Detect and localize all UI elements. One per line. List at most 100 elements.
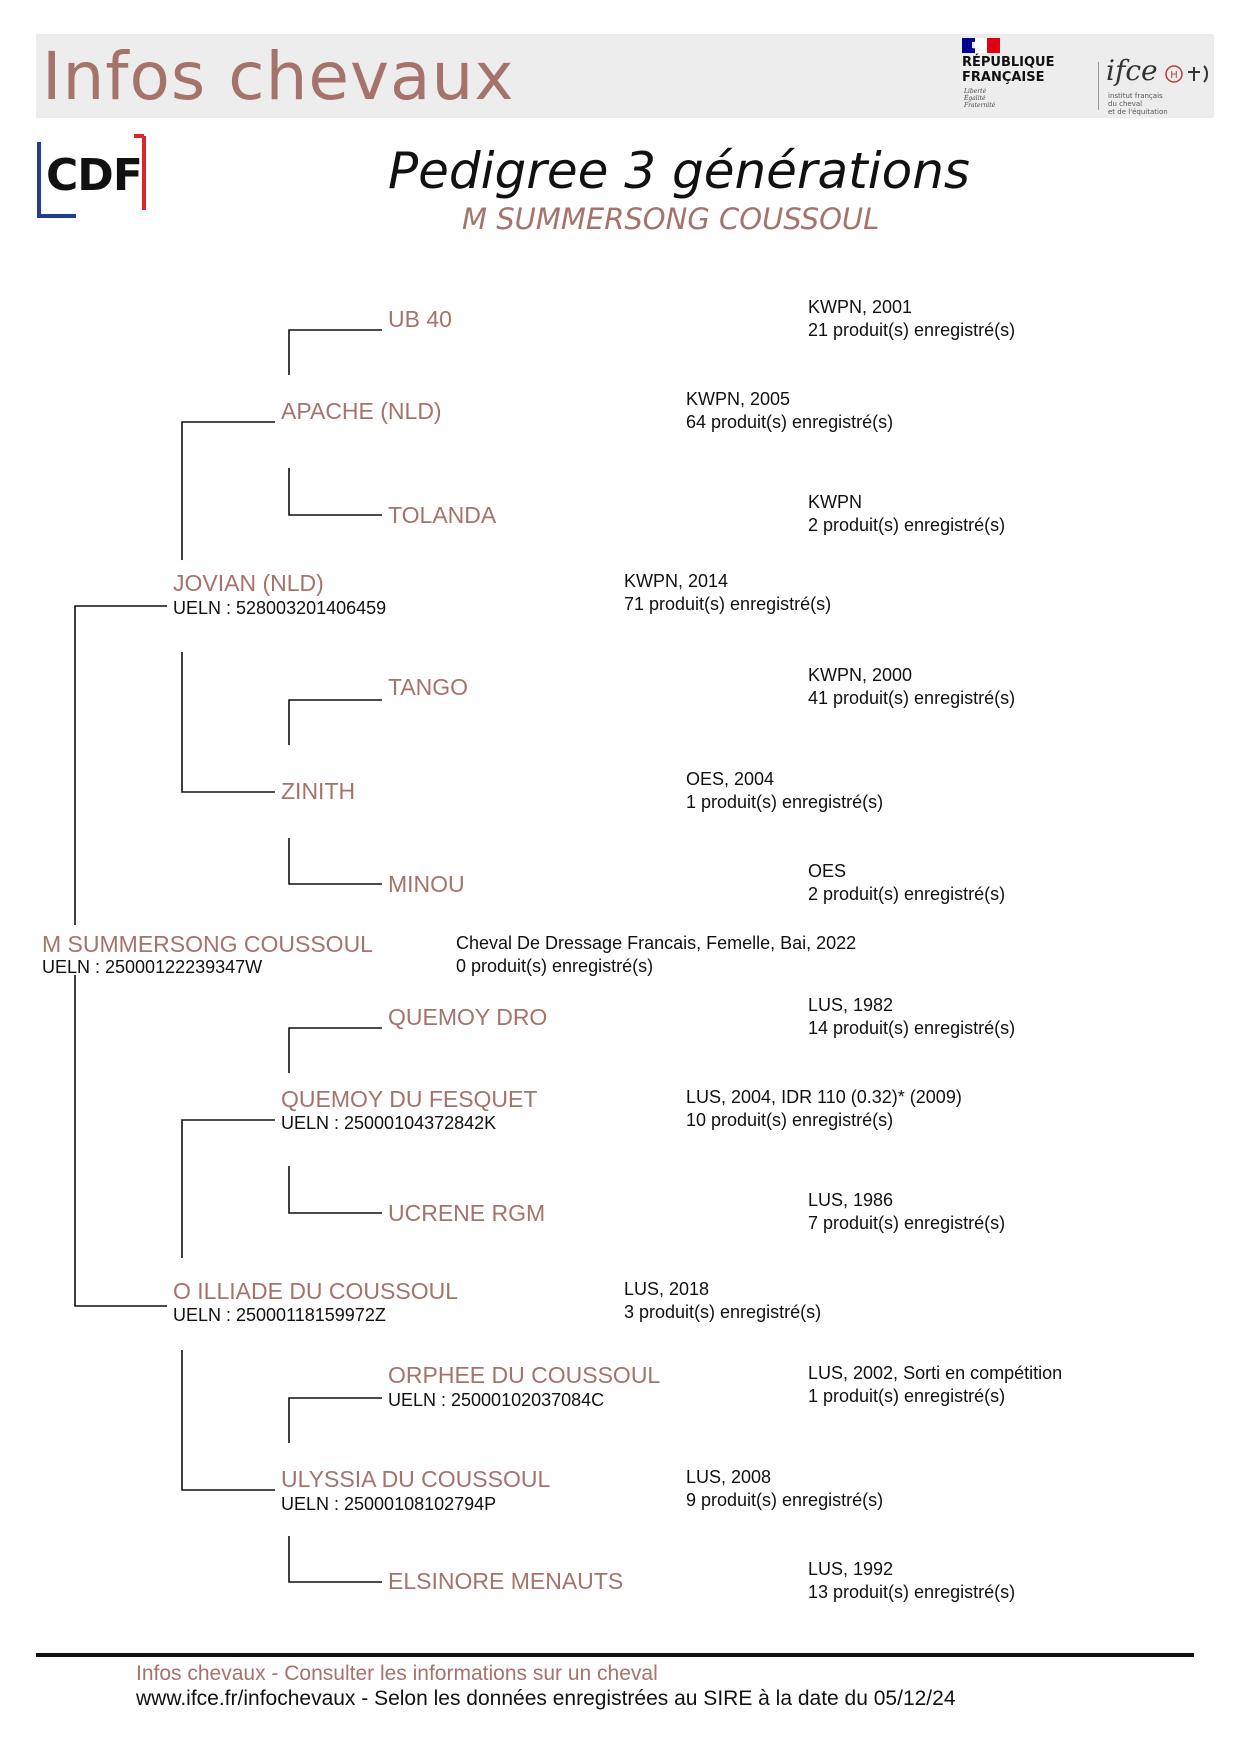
- connector-ggp-7: [288, 1397, 382, 1443]
- connector-ggp-8: [288, 1536, 382, 1583]
- info-line-1: OES, 2004: [686, 769, 775, 789]
- info-line-2: 1 produit(s) enregistré(s): [686, 792, 884, 812]
- info-line-1: KWPN, 2014: [624, 571, 729, 591]
- horse-name-dam-dam-dam[interactable]: ELSINORE MENAUTS: [388, 1568, 624, 1594]
- motto-egalite: Égalité: [964, 95, 986, 102]
- horse-ueln-dam-dam: UELN : 25000108102794P: [281, 1494, 497, 1514]
- horse-info-sire-dam-dam: OES 2 produit(s) enregistré(s): [808, 860, 1005, 906]
- info-line-1: KWPN, 2000: [808, 665, 913, 685]
- info-line-2: 10 produit(s) enregistré(s): [686, 1110, 894, 1130]
- info-line-2: 71 produit(s) enregistré(s): [624, 594, 832, 614]
- horse-name-sire-sire[interactable]: APACHE (NLD): [281, 398, 442, 424]
- horse-name-dam[interactable]: O ILLIADE DU COUSSOUL: [173, 1278, 459, 1304]
- cdf-logo: CDF: [46, 150, 143, 201]
- info-line-1: KWPN, 2001: [808, 297, 913, 317]
- horse-name-dam-sire-sire[interactable]: QUEMOY DRO: [388, 1004, 548, 1030]
- horse-ueln-subject: UELN : 25000122239347W: [42, 957, 263, 977]
- horse-ueln-dam-dam-sire: UELN : 25000102037084C: [388, 1390, 605, 1410]
- connector-subject-sire: [74, 605, 167, 925]
- info-line-1: LUS, 2018: [624, 1279, 710, 1299]
- ifce-logo: ifce: [1106, 54, 1158, 87]
- info-line-2: 1 produit(s) enregistré(s): [808, 1386, 1006, 1406]
- horse-name-dam-sire-dam[interactable]: UCRENE RGM: [388, 1200, 546, 1226]
- info-line-2: 14 produit(s) enregistré(s): [808, 1018, 1016, 1038]
- info-line-2: 3 produit(s) enregistré(s): [624, 1302, 822, 1322]
- horse-info-dam-dam-sire: LUS, 2002, Sorti en compétition 1 produi…: [808, 1362, 1062, 1408]
- horse-name-dam-dam-sire[interactable]: ORPHEE DU COUSSOUL: [388, 1362, 661, 1388]
- connector-sire-sire: [181, 421, 275, 560]
- horse-name-sire-dam-sire[interactable]: TANGO: [388, 674, 469, 700]
- horse-ueln-dam: UELN : 25000118159972Z: [173, 1305, 386, 1325]
- ifce-sub-line2: du cheval: [1108, 100, 1143, 108]
- document-title: Pedigree 3 générations: [388, 142, 970, 200]
- info-line-1: KWPN: [808, 492, 862, 512]
- info-line-1: LUS, 2004, IDR 110 (0.32)* (2009): [686, 1087, 962, 1107]
- horse-name-dam-dam[interactable]: ULYSSIA DU COUSSOUL: [281, 1466, 551, 1492]
- francaise-line: FRANÇAISE: [962, 70, 1045, 85]
- horse-ueln-dam-sire: UELN : 25000104372842K: [281, 1113, 497, 1133]
- svg-text:H: H: [1170, 70, 1178, 81]
- info-line-2: 64 produit(s) enregistré(s): [686, 412, 894, 432]
- logo-separator: [1098, 62, 1099, 110]
- horse-name-subject[interactable]: M SUMMERSONG COUSSOUL: [42, 931, 373, 957]
- motto-fraternite: Fraternité: [964, 102, 996, 109]
- horse-info-dam-sire-dam: LUS, 1986 7 produit(s) enregistré(s): [808, 1189, 1005, 1235]
- info-line-1: Cheval De Dressage Francais, Femelle, Ba…: [456, 933, 857, 953]
- info-line-2: 9 produit(s) enregistré(s): [686, 1490, 884, 1510]
- info-line-2: 7 produit(s) enregistré(s): [808, 1213, 1006, 1233]
- horse-info-dam: LUS, 2018 3 produit(s) enregistré(s): [624, 1278, 821, 1324]
- header-band: [36, 34, 1214, 118]
- horse-name-sire-sire-sire[interactable]: UB 40: [388, 306, 452, 332]
- horse-name-sire-dam[interactable]: ZINITH: [281, 778, 356, 804]
- horse-name-sire-sire-dam[interactable]: TOLANDA: [388, 502, 497, 528]
- ifce-sub-line3: et de l'équitation: [1108, 108, 1168, 116]
- horse-info-sire-sire-sire: KWPN, 2001 21 produit(s) enregistré(s): [808, 296, 1015, 342]
- footer-info-link[interactable]: Infos chevaux - Consulter les informatio…: [136, 1662, 658, 1685]
- republic-motto: Liberté Égalité Fraternité: [964, 88, 995, 109]
- connector-ggp-4: [288, 838, 382, 885]
- horse-info-dam-dam: LUS, 2008 9 produit(s) enregistré(s): [686, 1466, 883, 1512]
- info-line-2: 21 produit(s) enregistré(s): [808, 320, 1016, 340]
- info-line-1: LUS, 1982: [808, 995, 894, 1015]
- info-line-1: LUS, 1992: [808, 1559, 894, 1579]
- connector-dam-sire: [181, 1119, 275, 1258]
- republique-francaise-label: RÉPUBLIQUE FRANÇAISE: [962, 55, 1055, 85]
- ifce-sub-line1: institut français: [1108, 92, 1163, 100]
- connector-ggp-1: [288, 329, 382, 375]
- republique-line: RÉPUBLIQUE: [962, 55, 1055, 70]
- info-line-2: 2 produit(s) enregistré(s): [808, 515, 1006, 535]
- connector-ggp-3: [288, 699, 382, 745]
- connector-ggp-2: [288, 468, 382, 516]
- cdf-logo-frame: [37, 134, 146, 218]
- horse-name-sire[interactable]: JOVIAN (NLD): [173, 570, 324, 596]
- footer-divider: [36, 1653, 1194, 1657]
- horse-info-sire-dam-sire: KWPN, 2000 41 produit(s) enregistré(s): [808, 664, 1015, 710]
- horse-info-sire: KWPN, 2014 71 produit(s) enregistré(s): [624, 570, 831, 616]
- horse-info-dam-sire-sire: LUS, 1982 14 produit(s) enregistré(s): [808, 994, 1015, 1040]
- horse-info-dam-dam-dam: LUS, 1992 13 produit(s) enregistré(s): [808, 1558, 1015, 1604]
- connector-ggp-6: [288, 1166, 382, 1214]
- horse-info-dam-sire: LUS, 2004, IDR 110 (0.32)* (2009) 10 pro…: [686, 1086, 962, 1132]
- info-line-2: 13 produit(s) enregistré(s): [808, 1582, 1016, 1602]
- brand-title: Infos chevaux: [42, 38, 515, 115]
- horse-name-dam-sire[interactable]: QUEMOY DU FESQUET: [281, 1086, 538, 1112]
- horse-info-sire-sire-dam: KWPN 2 produit(s) enregistré(s): [808, 491, 1005, 537]
- connector-dam-dam: [181, 1350, 275, 1491]
- footer-source-note: www.ifce.fr/infochevaux - Selon les donn…: [136, 1687, 956, 1710]
- info-line-2: 41 produit(s) enregistré(s): [808, 688, 1016, 708]
- connector-sire-dam: [181, 652, 275, 793]
- info-line-1: LUS, 1986: [808, 1190, 894, 1210]
- info-line-1: LUS, 2008: [686, 1467, 772, 1487]
- info-line-1: KWPN, 2005: [686, 389, 791, 409]
- info-line-2: 2 produit(s) enregistré(s): [808, 884, 1006, 904]
- info-line-2: 0 produit(s) enregistré(s): [456, 956, 654, 976]
- horse-info-sire-sire: KWPN, 2005 64 produit(s) enregistré(s): [686, 388, 893, 434]
- info-line-1: LUS, 2002, Sorti en compétition: [808, 1363, 1063, 1383]
- ifce-badges-icon: H: [1165, 65, 1208, 83]
- info-line-1: OES: [808, 861, 847, 881]
- horse-name-sire-dam-dam[interactable]: MINOU: [388, 871, 465, 897]
- ifce-subtitle: institut français du cheval et de l'équi…: [1108, 92, 1168, 116]
- horse-info-subject: Cheval De Dressage Francais, Femelle, Ba…: [456, 932, 856, 978]
- document-subtitle: M SUMMERSONG COUSSOUL: [462, 202, 880, 236]
- connector-subject-dam: [74, 975, 167, 1307]
